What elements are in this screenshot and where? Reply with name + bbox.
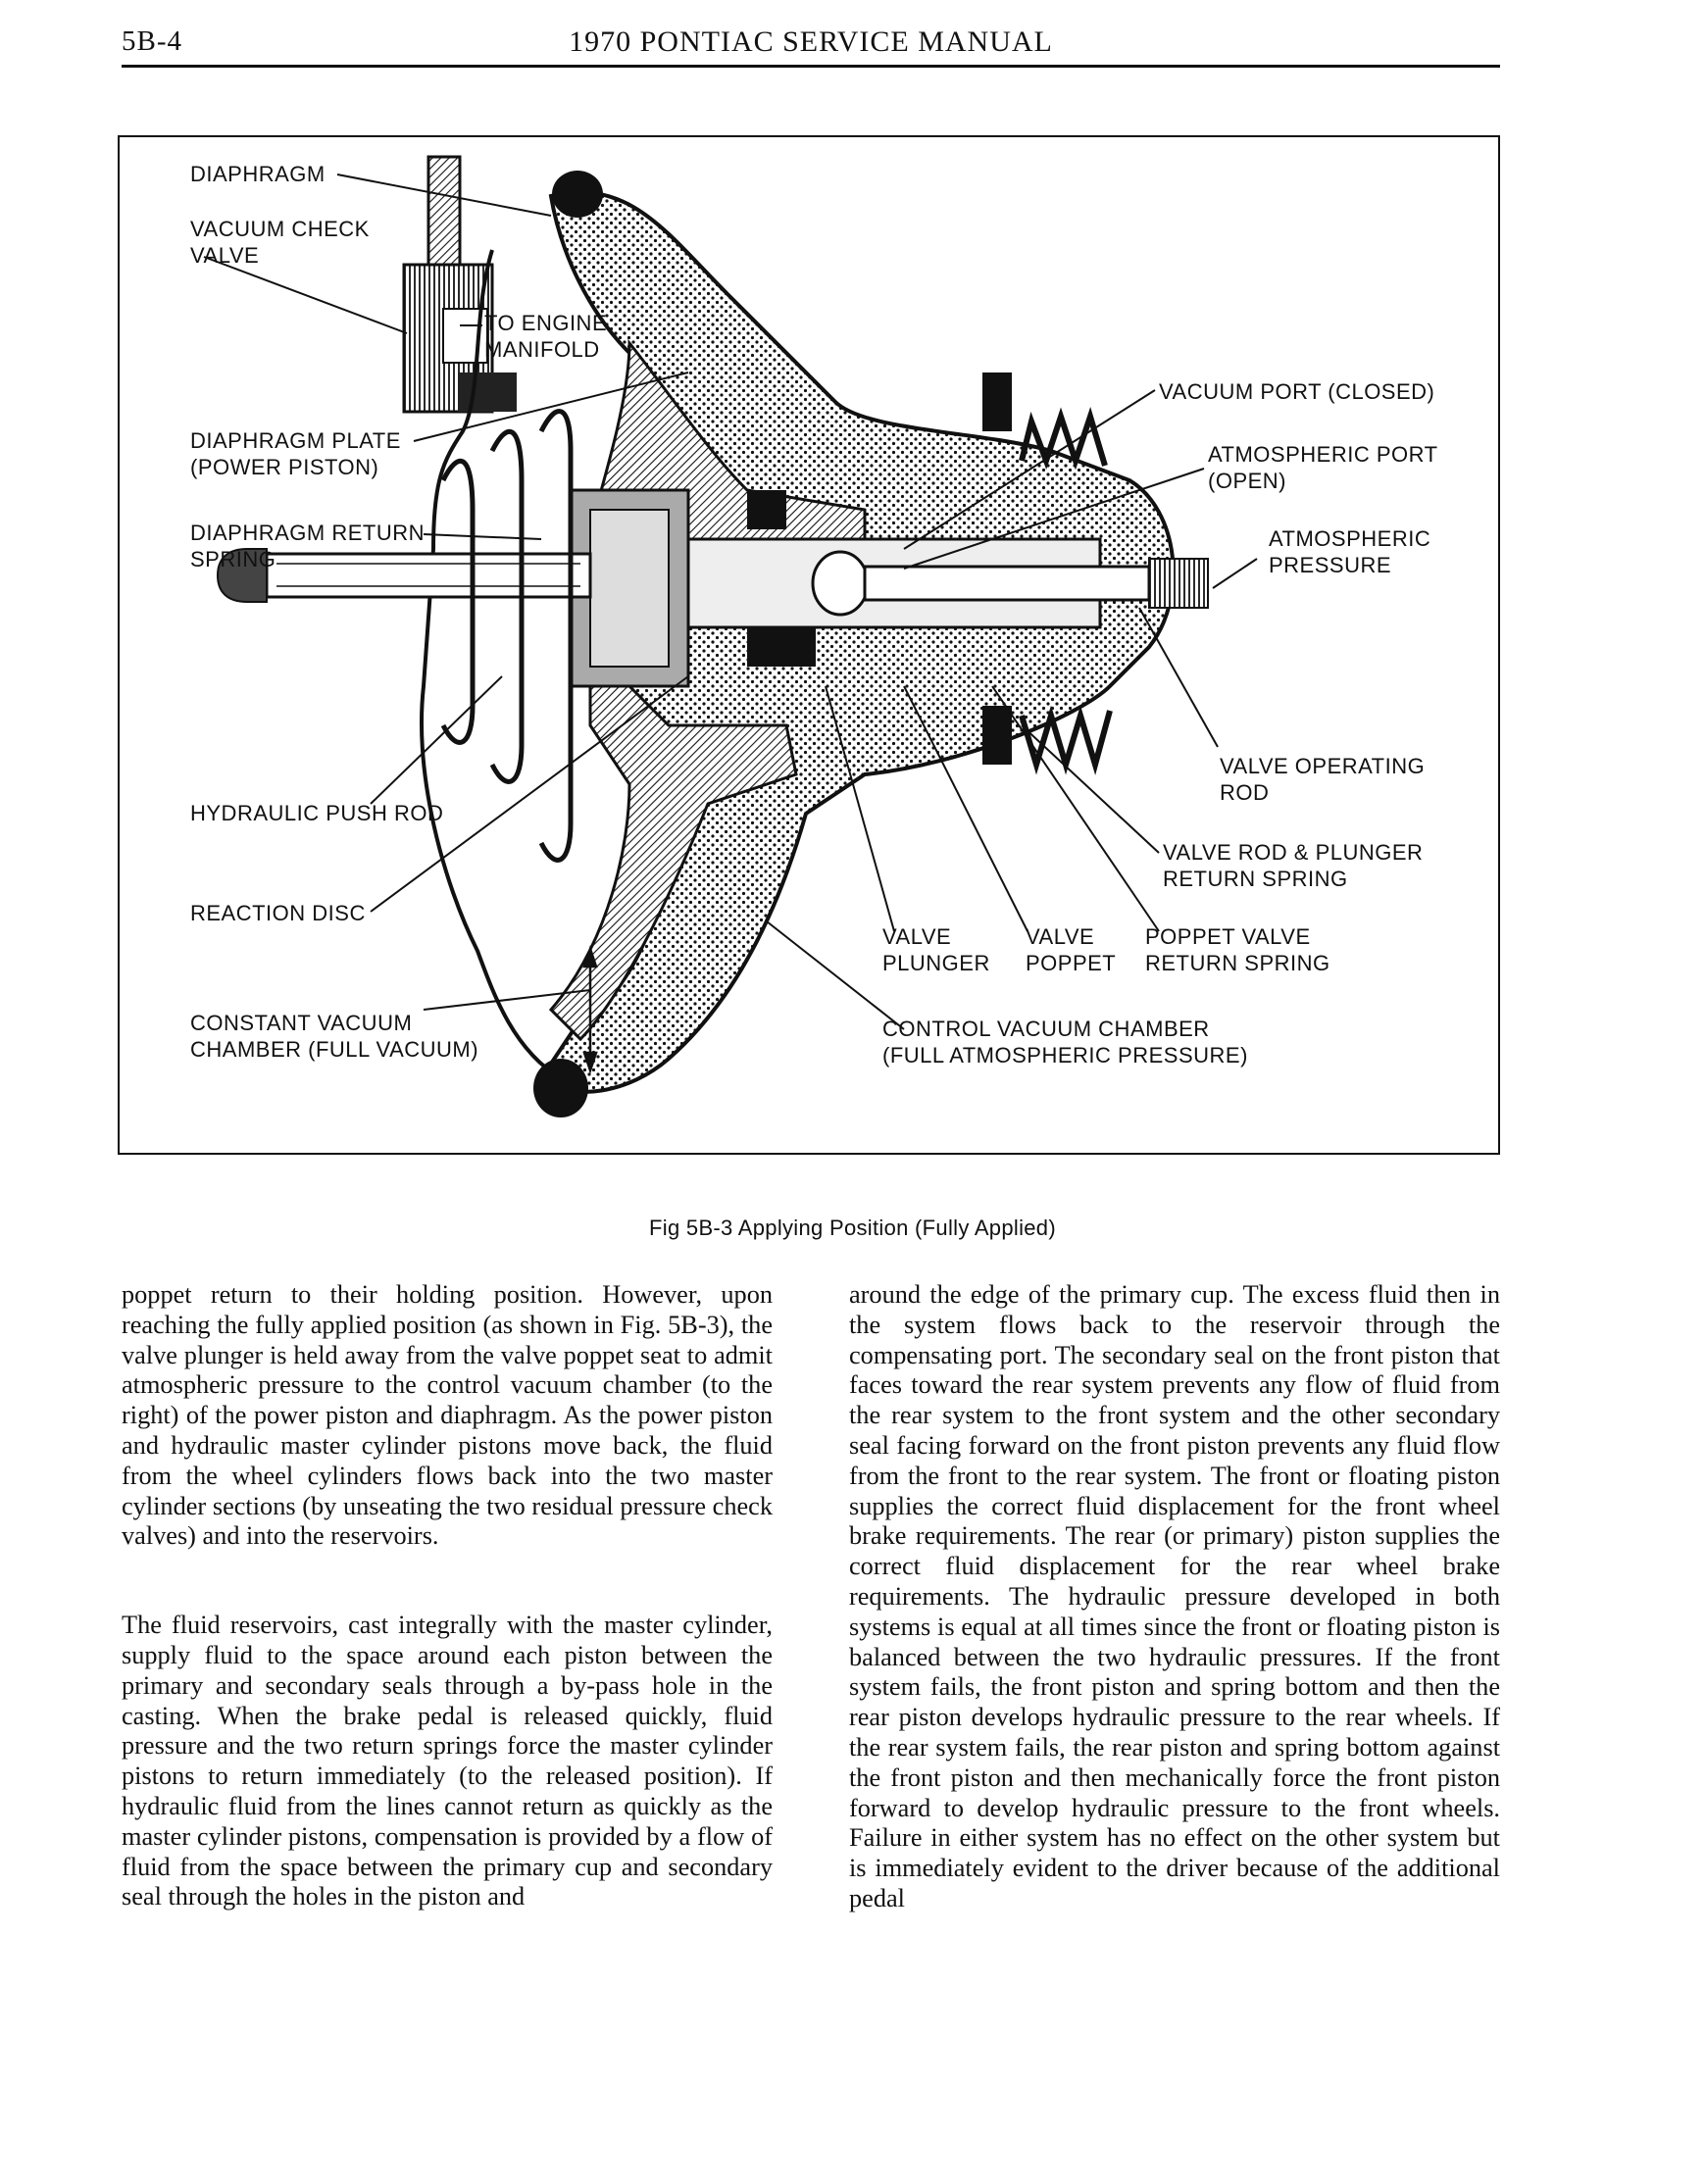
left-column: poppet return to their holding position.… xyxy=(122,1280,773,1912)
bottom-bead xyxy=(533,1059,588,1117)
label-valve-operating-rod: VALVE OPERATING ROD xyxy=(1220,754,1426,805)
right-column: around the edge of the primary cup. The … xyxy=(849,1280,1500,1914)
label-valve-poppet: VALVE POPPET xyxy=(1026,924,1117,975)
label-diaphragm-return-spring: DIAPHRAGM RETURN SPRING xyxy=(190,521,426,571)
label-to-engine-manifold: TO ENGINE MANIFOLD xyxy=(484,311,608,362)
body-paragraph: The fluid reservoirs, cast integrally wi… xyxy=(122,1611,773,1911)
bottom-boot-shape xyxy=(1019,705,1113,775)
label-valve-plunger: VALVE PLUNGER xyxy=(882,924,990,975)
valve-body-shape xyxy=(686,372,1209,765)
label-valve-rod-plunger-spring: VALVE ROD & PLUNGER RETURN SPRING xyxy=(1163,840,1424,891)
brake-booster-illustration xyxy=(203,155,1258,1117)
leader-lines xyxy=(203,174,1258,1030)
label-poppet-valve-return-spring: POPPET VALVE RETURN SPRING xyxy=(1145,924,1330,975)
label-atmospheric-pressure: ATMOSPHERIC PRESSURE xyxy=(1269,526,1431,577)
manual-title: 1970 PONTIAC SERVICE MANUAL xyxy=(569,25,1053,58)
body-paragraph: around the edge of the primary cup. The … xyxy=(849,1280,1500,1912)
page-header: 5B-4 1970 PONTIAC SERVICE MANUAL xyxy=(122,22,1500,69)
label-constant-vacuum-chamber: CONSTANT VACUUM CHAMBER (FULL VACUUM) xyxy=(190,1011,479,1062)
label-control-vacuum-chamber: CONTROL VACUUM CHAMBER (FULL ATMOSPHERIC… xyxy=(882,1017,1248,1067)
label-vacuum-check-valve: VACUUM CHECK VALVE xyxy=(190,217,370,268)
travel-arrow xyxy=(582,945,598,1074)
rear-shell-outline xyxy=(420,249,563,1080)
label-atmospheric-port: ATMOSPHERIC PORT (OPEN) xyxy=(1208,442,1438,493)
header-rule xyxy=(122,65,1500,68)
label-hydraulic-push-rod: HYDRAULIC PUSH ROD xyxy=(190,801,444,825)
top-boot-shape xyxy=(1019,407,1108,471)
figure-caption: Fig 5B-3 Applying Position (Fully Applie… xyxy=(649,1216,1056,1240)
figure-frame: DIAPHRAGM VACUUM CHECK VALVE TO ENGINE M… xyxy=(118,135,1500,1155)
body-paragraph: poppet return to their holding position.… xyxy=(122,1280,773,1551)
label-diaphragm-plate: DIAPHRAGM PLATE (POWER PISTON) xyxy=(190,428,401,479)
hydraulic-push-rod-shape xyxy=(216,548,592,603)
label-diaphragm: DIAPHRAGM xyxy=(190,162,326,186)
top-bead xyxy=(552,171,603,218)
page-number: 5B-4 xyxy=(122,25,182,57)
label-vacuum-port: VACUUM PORT (CLOSED) xyxy=(1159,379,1435,404)
vacuum-check-valve-shape xyxy=(402,155,517,414)
diaphragm-return-spring-shape xyxy=(440,409,574,863)
label-reaction-disc: REACTION DISC xyxy=(190,901,366,925)
